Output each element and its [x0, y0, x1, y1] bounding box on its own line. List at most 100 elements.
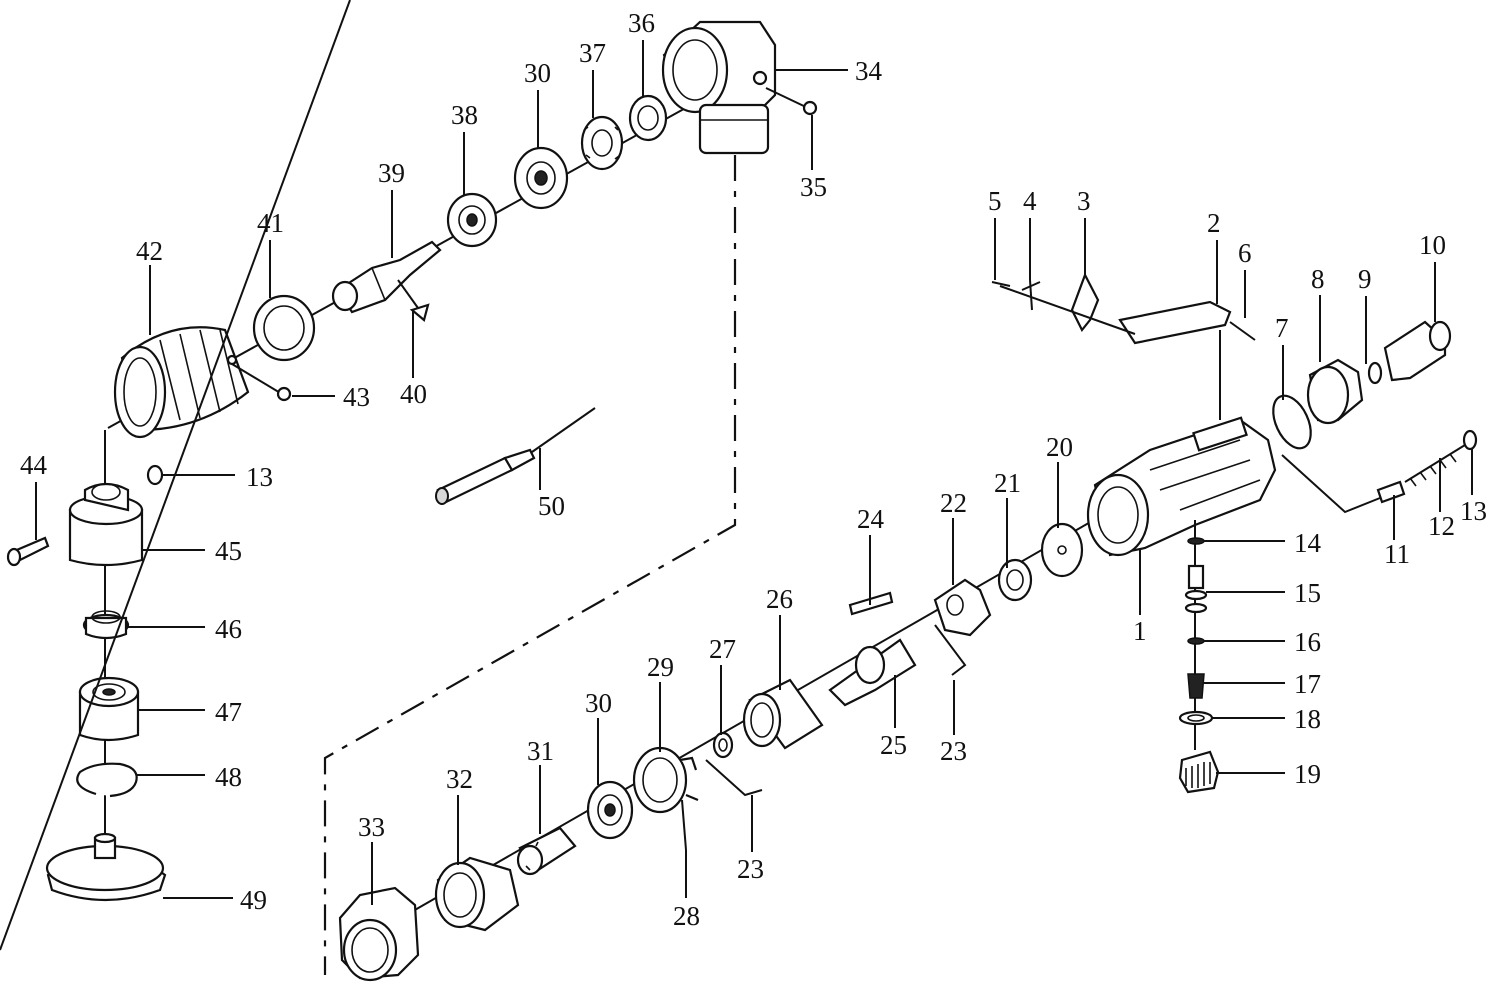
part-21-bearing — [997, 558, 1033, 602]
label-12: 12 — [1428, 511, 1455, 541]
part-48-circlip — [76, 762, 205, 798]
part-labels: 1 2 3 4 5 6 7 8 9 10 11 12 13 14 15 16 1… — [20, 8, 1487, 931]
label-29: 29 — [647, 652, 674, 682]
label-11: 11 — [1384, 539, 1410, 569]
label-40: 40 — [400, 379, 427, 409]
lever-axis-line — [999, 285, 1136, 335]
part-44-cap-screw — [6, 482, 50, 567]
part-14-o-ring — [1187, 537, 1285, 545]
part-34-angle-head — [661, 20, 777, 155]
part-7-o-ring — [1272, 345, 1312, 450]
dashed-connector — [323, 155, 737, 975]
label-32: 32 — [446, 764, 473, 794]
label-34: 34 — [855, 56, 883, 86]
label-38: 38 — [451, 100, 478, 130]
label-4: 4 — [1023, 186, 1037, 216]
label-13-left: 13 — [246, 462, 273, 492]
part-30-bearing-lower — [586, 780, 634, 840]
part-28-pin — [681, 799, 687, 851]
part-25-rotor — [828, 638, 917, 707]
part-35-screw — [765, 87, 818, 116]
part-15-valve — [1184, 564, 1285, 614]
part-38-bearing — [446, 192, 498, 248]
part-5-pin — [991, 218, 1011, 287]
part-40-key — [397, 279, 430, 322]
label-28: 28 — [673, 901, 700, 931]
label-20: 20 — [1046, 432, 1073, 462]
part-32-ring — [434, 856, 520, 932]
label-30-lower: 30 — [585, 688, 612, 718]
label-17: 17 — [1294, 669, 1321, 699]
part-17-spring — [1187, 673, 1285, 699]
part-49-backing-pad — [45, 832, 233, 902]
part-20-plate — [1040, 522, 1084, 578]
part-45-balancer — [68, 482, 205, 567]
part-3-trigger-lock — [1070, 218, 1100, 333]
label-42: 42 — [136, 236, 163, 266]
label-49: 49 — [240, 885, 267, 915]
label-7: 7 — [1275, 313, 1289, 343]
part-22-end-plate — [933, 578, 992, 637]
label-9: 9 — [1358, 264, 1372, 294]
label-47: 47 — [215, 697, 242, 727]
label-3: 3 — [1077, 186, 1091, 216]
part-11-valve-pin — [1281, 454, 1406, 540]
label-30-upper: 30 — [524, 58, 551, 88]
label-8: 8 — [1311, 264, 1325, 294]
part-31-gear-shaft — [516, 826, 577, 876]
label-18: 18 — [1294, 704, 1321, 734]
part-33-nut — [338, 886, 420, 982]
label-26: 26 — [766, 584, 793, 614]
label-25: 25 — [880, 730, 907, 760]
label-6: 6 — [1238, 238, 1252, 268]
label-1: 1 — [1133, 616, 1147, 646]
part-13-screw-right — [1462, 429, 1478, 495]
part-10-air-inlet — [1383, 262, 1452, 382]
part-39-spindle — [331, 240, 442, 314]
part-9-o-ring — [1365, 296, 1383, 385]
label-48: 48 — [215, 762, 242, 792]
part-6-pin — [1229, 270, 1256, 341]
part-19-regulator — [1178, 750, 1285, 794]
part-50-hex-key — [435, 407, 596, 505]
label-31: 31 — [527, 736, 554, 766]
part-2-lever — [1118, 240, 1232, 420]
label-19: 19 — [1294, 759, 1321, 789]
label-27: 27 — [709, 634, 736, 664]
part-37-gear — [580, 115, 624, 171]
label-35: 35 — [800, 172, 827, 202]
label-15: 15 — [1294, 578, 1321, 608]
part-46-nut — [82, 610, 205, 640]
part-41-lock-ring — [252, 294, 316, 362]
part-23-pin-upper — [934, 624, 967, 676]
part-47-bearing — [78, 676, 205, 742]
part-4-spring — [1021, 218, 1041, 311]
label-5: 5 — [988, 186, 1002, 216]
part-8-nut — [1306, 295, 1364, 425]
part-23-pin-lower — [705, 759, 763, 797]
label-50: 50 — [538, 491, 565, 521]
part-1-motor-housing — [1086, 416, 1277, 615]
label-37: 37 — [579, 38, 606, 68]
part-18-washer — [1178, 710, 1285, 726]
label-leaders — [149, 40, 1059, 905]
label-21: 21 — [994, 468, 1021, 498]
label-14: 14 — [1294, 528, 1322, 558]
label-43: 43 — [343, 382, 370, 412]
part-36-bearing — [628, 94, 668, 142]
label-23-upper: 23 — [940, 736, 967, 766]
part-29-end-plate — [632, 746, 699, 814]
label-39: 39 — [378, 158, 405, 188]
part-42-shroud — [113, 326, 250, 439]
part-13-setscrew-left — [146, 464, 235, 486]
part-12-spring — [1404, 444, 1466, 512]
label-46: 46 — [215, 614, 242, 644]
label-23-lower: 23 — [737, 854, 764, 884]
part-30-bearing-upper — [513, 146, 569, 210]
part-43-screw — [231, 363, 335, 402]
label-16: 16 — [1294, 627, 1321, 657]
part-27-spacer — [712, 731, 734, 759]
label-41: 41 — [257, 208, 284, 238]
part-26-cylinder — [742, 678, 824, 750]
